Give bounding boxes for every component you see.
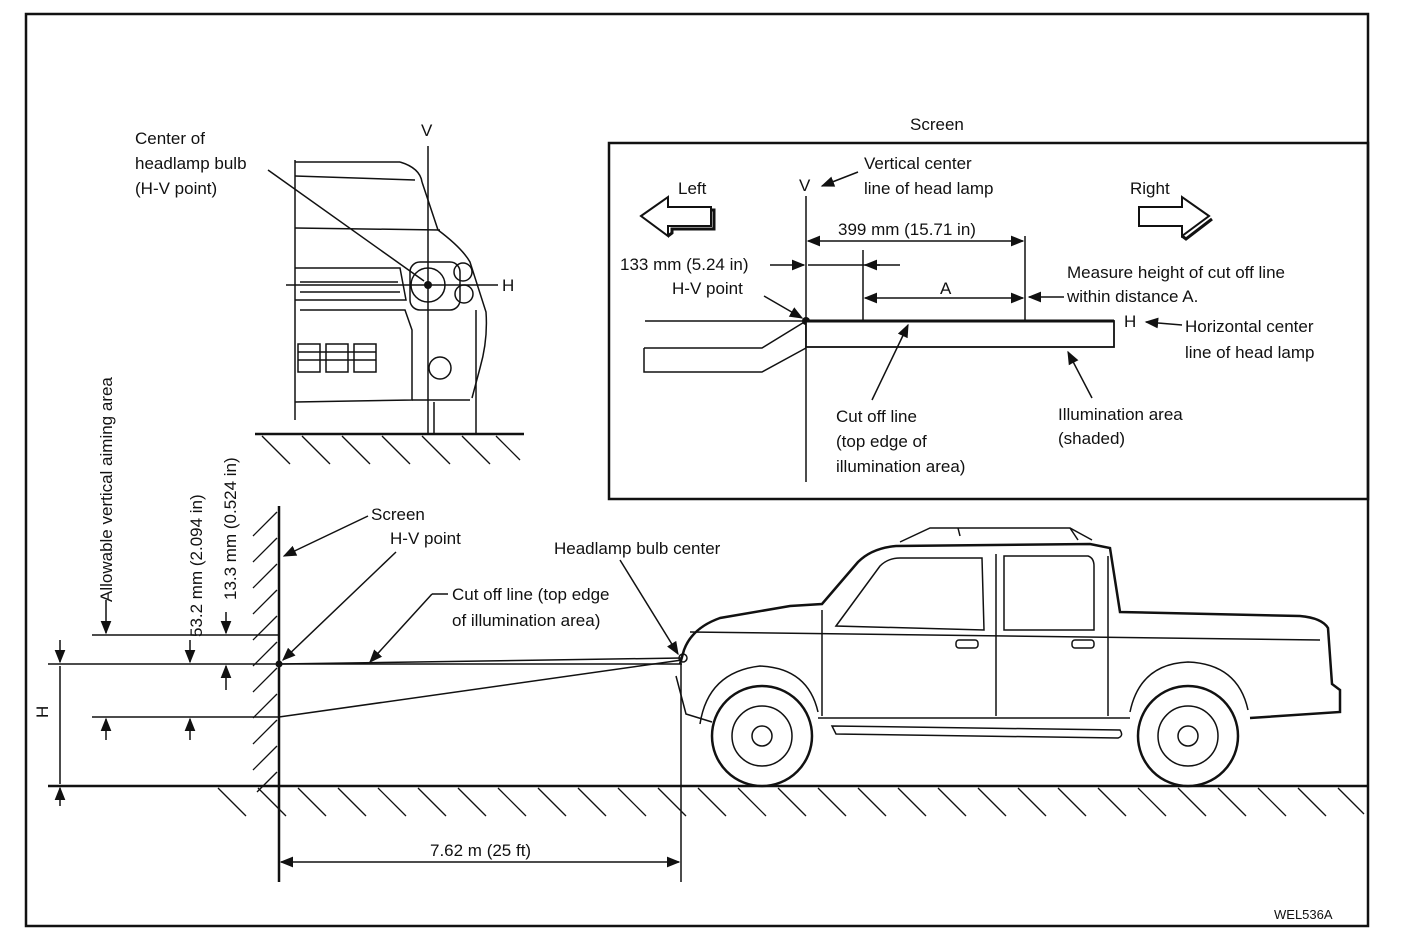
- front-view: Center of headlamp bulb (H-V point) V H: [135, 121, 524, 465]
- screen-panel-title: Screen: [910, 115, 964, 134]
- rear-wheel: [1136, 684, 1240, 788]
- headlamp: [678, 653, 688, 663]
- screen-wall-hatch: [252, 511, 278, 793]
- beam-lower: [278, 659, 683, 718]
- truck-side-view: [675, 527, 1342, 788]
- rear-window: [1003, 555, 1095, 631]
- side-screen-label: Screen: [371, 505, 425, 524]
- front-vehicle: [294, 160, 488, 434]
- dim-133-label: 133 mm (5.24 in): [620, 255, 749, 274]
- side-h-label: H: [33, 706, 52, 718]
- side-hv-label: H-V point: [390, 529, 461, 548]
- dim-13-label: 13.3 mm (0.524 in): [221, 457, 240, 600]
- front-ground-hatch: [261, 435, 521, 465]
- horizontal-center-label-1: Horizontal center: [1185, 317, 1314, 336]
- measure-note-1: Measure height of cut off line: [1067, 263, 1285, 282]
- side-view: H Allowable vertical aiming area 53.2 mm…: [33, 377, 1368, 882]
- measure-note-2: within distance A.: [1066, 287, 1198, 306]
- dim-399-label: 399 mm (15.71 in): [838, 220, 976, 239]
- right-label: Right: [1130, 179, 1170, 198]
- illumination-label-1: Illumination area: [1058, 405, 1183, 424]
- screen-cutoff-label-1: Cut off line: [836, 407, 917, 426]
- vertical-center-label-1: Vertical center: [864, 154, 972, 173]
- bulb-center-label: Headlamp bulb center: [554, 539, 721, 558]
- right-arrow-icon: [1138, 195, 1211, 238]
- screen-cutoff-label-3: illumination area): [836, 457, 965, 476]
- running-board: [830, 725, 1123, 739]
- distance-label: 7.62 m (25 ft): [430, 841, 531, 860]
- side-cutoff-label-2: of illumination area): [452, 611, 600, 630]
- dim-53-label: 53.2 mm (2.094 in): [187, 494, 206, 637]
- illumination-area: [805, 320, 1115, 348]
- screen-cutoff-label-2: (top edge of: [836, 432, 927, 451]
- front-bumper: [675, 675, 713, 723]
- front-bulb-leader: [267, 169, 425, 282]
- rear-wheel-arch: [1129, 661, 1249, 713]
- front-center-label-2: headlamp bulb: [135, 154, 247, 173]
- truck-body-outline: [678, 542, 1342, 720]
- front-window: [834, 557, 985, 631]
- screen-panel: Screen Left Right V Vertical center line…: [607, 115, 1370, 501]
- left-label: Left: [678, 179, 707, 198]
- dim-a-label: A: [940, 279, 952, 298]
- left-beam-edge: [643, 347, 807, 373]
- screen-v-label: V: [799, 176, 811, 195]
- roof-rack: [899, 527, 1093, 543]
- side-hv-point: [275, 660, 283, 668]
- vertical-center-label-2: line of head lamp: [864, 179, 993, 198]
- front-wheel: [710, 684, 814, 788]
- figure-id: WEL536A: [1274, 907, 1333, 922]
- front-h-label: H: [502, 276, 514, 295]
- front-center-label-3: (H-V point): [135, 179, 217, 198]
- horizontal-center-label-2: line of head lamp: [1185, 343, 1314, 362]
- beam-upper: [278, 657, 683, 665]
- front-wheel-arch: [699, 665, 819, 725]
- screen-h-label: H: [1124, 312, 1136, 331]
- front-v-label: V: [421, 121, 433, 140]
- front-hv-point: [424, 281, 432, 289]
- illumination-label-2: (shaded): [1058, 429, 1125, 448]
- allowable-area-label: Allowable vertical aiming area: [97, 377, 116, 602]
- side-ground-hatch: [217, 787, 1365, 817]
- screen-panel-frame: [607, 141, 1370, 501]
- side-cutoff-label-1: Cut off line (top edge: [452, 585, 610, 604]
- front-center-label-1: Center of: [135, 129, 205, 148]
- screen-hv-label: H-V point: [672, 279, 743, 298]
